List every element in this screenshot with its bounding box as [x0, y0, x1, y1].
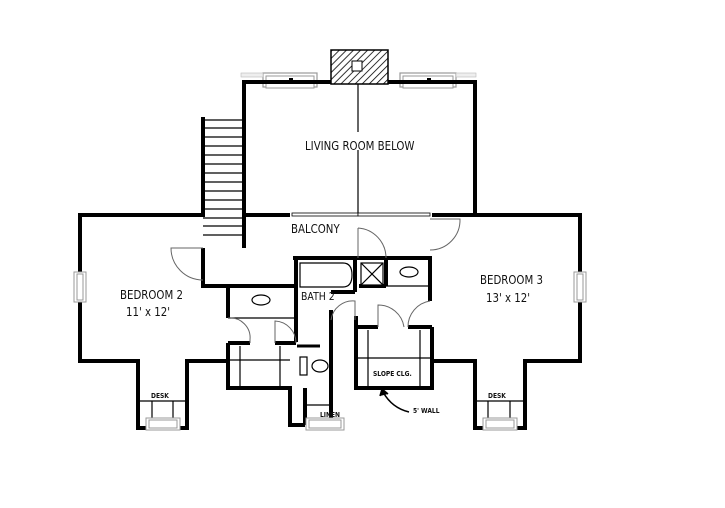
bedroom2-size: 11' x 12' [126, 305, 171, 319]
desk-left-label: DESK [151, 392, 169, 400]
chimney [330, 49, 389, 85]
linen-label: LINEN [320, 411, 341, 419]
desk-right-label: DESK [488, 392, 506, 400]
windows [73, 271, 587, 431]
living-room-label: LIVING ROOM BELOW [305, 139, 415, 153]
fixtures [251, 262, 419, 376]
bedroom3-size: 13' x 12' [486, 291, 531, 305]
bath2-label: BATH 2 [301, 290, 335, 303]
doors [170, 218, 461, 344]
wall-arrow [379, 387, 410, 413]
wall-note-label: 5' WALL [413, 407, 440, 415]
bedroom3-label: BEDROOM 3 [480, 273, 543, 287]
thin-lines [138, 84, 525, 425]
slope-ceiling-label: SLOPE CLG. [373, 370, 412, 378]
bedroom2-label: BEDROOM 2 [120, 288, 183, 302]
balcony-label: BALCONY [291, 222, 340, 236]
walls [78, 80, 582, 430]
